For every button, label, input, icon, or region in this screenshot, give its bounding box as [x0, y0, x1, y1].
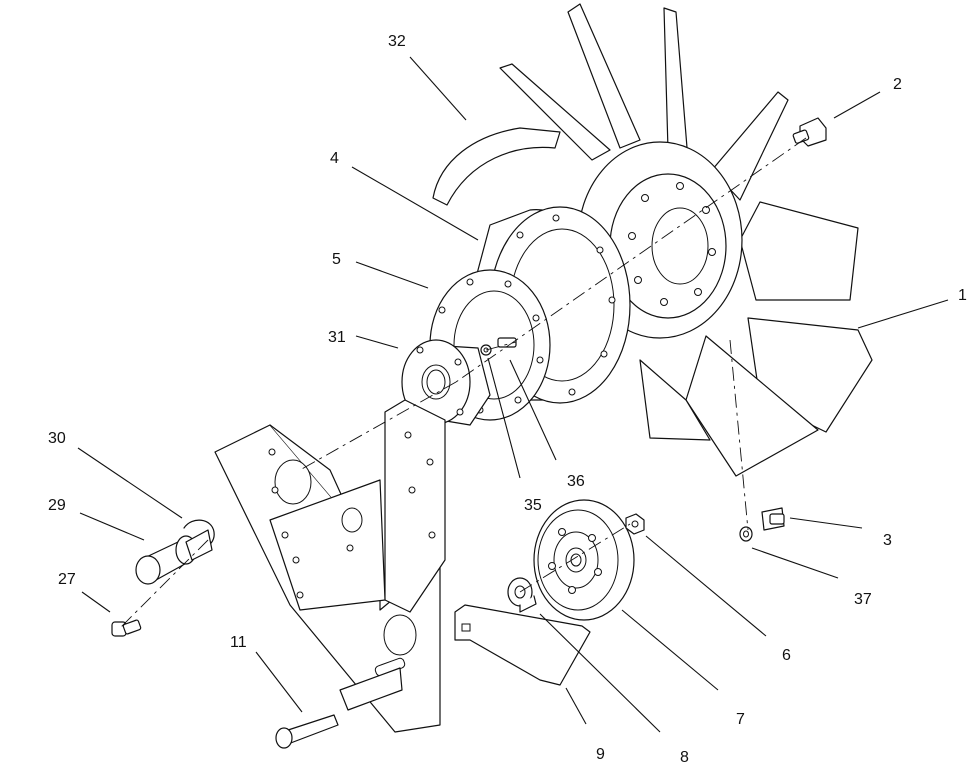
callout-35: 35 — [524, 497, 542, 514]
idler-arm — [454, 604, 591, 686]
bracket-bolt — [111, 619, 142, 637]
callout-3: 3 — [883, 532, 892, 549]
idler-bushing — [507, 577, 537, 613]
callout-9: 9 — [596, 746, 605, 763]
carriage-bolt — [275, 714, 339, 749]
callout-1: 1 — [958, 287, 967, 304]
callout-32: 32 — [388, 33, 406, 50]
cooling-fan — [499, 3, 873, 477]
pivot-pin — [135, 529, 213, 585]
callout-6: 6 — [782, 647, 791, 664]
callout-29: 29 — [48, 497, 66, 514]
fan-shroud-segment — [432, 127, 561, 206]
callout-31: 31 — [328, 329, 346, 346]
callout-4: 4 — [330, 150, 339, 167]
callout-11: 11 — [230, 634, 247, 651]
callout-36: 36 — [567, 473, 585, 490]
callout-27: 27 — [58, 571, 76, 588]
callout-2: 2 — [893, 76, 902, 93]
idler-pulley — [533, 499, 635, 621]
callout-7: 7 — [736, 711, 745, 728]
pulley-nut — [625, 513, 645, 535]
callout-5: 5 — [332, 251, 341, 268]
fan-bolt-lower — [739, 507, 785, 542]
callout-37: 37 — [854, 591, 872, 608]
assembly-axis-lines — [119, 137, 807, 629]
leader-lines — [77, 56, 949, 733]
callout-8: 8 — [680, 749, 689, 766]
fan-bolt-upper — [792, 117, 827, 147]
callout-labels: 32 2 4 5 1 31 30 36 35 29 3 27 37 11 6 7… — [48, 33, 967, 766]
mounting-bracket — [214, 399, 446, 733]
callout-30: 30 — [48, 430, 66, 447]
